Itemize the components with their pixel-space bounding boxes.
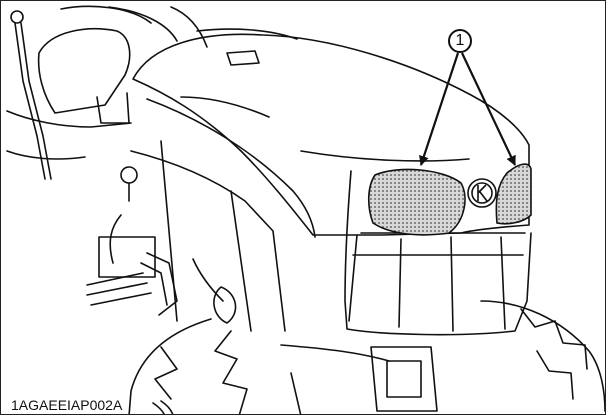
hydraulic-valves <box>86 166 237 324</box>
front-grille <box>344 170 532 336</box>
left-mesh-screen <box>367 168 466 236</box>
figure-code-tick-2 <box>152 402 165 414</box>
rops-bar <box>10 10 52 180</box>
seat-area <box>6 5 178 160</box>
brand-emblem <box>467 178 497 208</box>
callout-arrow-right <box>461 52 516 166</box>
hood <box>130 33 530 332</box>
callout-number-badge: 1 <box>448 29 472 53</box>
callout-arrow-left <box>419 52 460 166</box>
right-mesh-screen <box>495 163 532 225</box>
figure-code-tick <box>160 400 174 414</box>
callout-leader-arrows <box>419 52 516 166</box>
figure-code-label: 1AGAEEIAP002A <box>9 397 125 413</box>
front-tires <box>128 300 605 414</box>
